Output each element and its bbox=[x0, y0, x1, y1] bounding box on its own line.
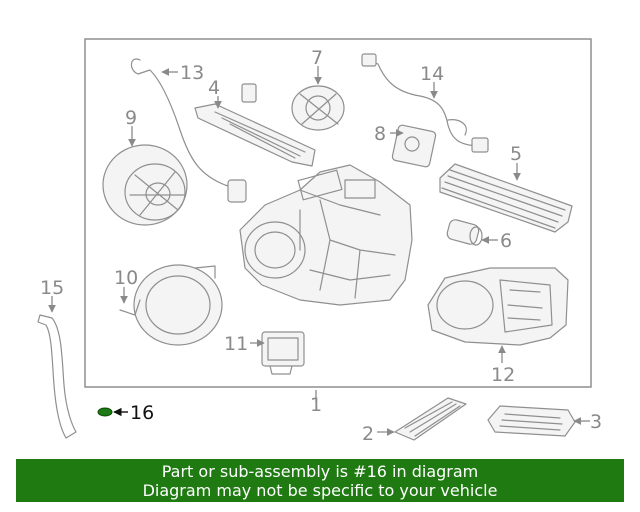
callout-3: 3 bbox=[590, 411, 602, 433]
part-12-lower-case[interactable] bbox=[427, 267, 569, 346]
part-9-blower-motor[interactable] bbox=[102, 144, 188, 226]
callout-1: 1 bbox=[310, 394, 322, 416]
part-7-actuator[interactable] bbox=[291, 85, 345, 131]
part-16-grommet[interactable] bbox=[97, 407, 113, 417]
callout-12: 12 bbox=[491, 364, 515, 386]
part-10-blower-housing[interactable] bbox=[119, 264, 223, 346]
assembly-frame bbox=[84, 38, 592, 388]
callout-13: 13 bbox=[180, 62, 204, 84]
part-5-evaporator-core[interactable] bbox=[439, 163, 573, 233]
part-11-control-module[interactable] bbox=[261, 331, 305, 375]
callout-8: 8 bbox=[374, 123, 386, 145]
part-8-actuator-motor[interactable] bbox=[391, 124, 437, 168]
part-6-valve[interactable] bbox=[446, 218, 483, 246]
callout-11: 11 bbox=[224, 333, 248, 355]
info-banner: Part or sub-assembly is #16 in diagram D… bbox=[16, 459, 624, 502]
part-13-sensor-wire[interactable] bbox=[130, 58, 247, 203]
parts-diagram: 13 4 7 14 8 5 9 bbox=[37, 38, 602, 445]
part-1-hvac-case[interactable] bbox=[239, 164, 413, 306]
part-2-filter-panel[interactable] bbox=[394, 397, 467, 441]
banner-line-2: Diagram may not be specific to your vehi… bbox=[142, 481, 498, 500]
part-15-drain-hose[interactable] bbox=[37, 314, 77, 439]
callout-14: 14 bbox=[420, 63, 444, 85]
callout-6: 6 bbox=[500, 230, 512, 252]
banner-line-1: Part or sub-assembly is #16 in diagram bbox=[161, 462, 479, 481]
callout-10: 10 bbox=[114, 267, 138, 289]
callout-2: 2 bbox=[362, 423, 374, 445]
callout-16: 16 bbox=[130, 402, 154, 424]
callout-9: 9 bbox=[125, 107, 137, 129]
callout-7: 7 bbox=[311, 47, 323, 69]
callout-4: 4 bbox=[208, 77, 220, 99]
callout-15: 15 bbox=[40, 277, 64, 299]
part-4-filter-door[interactable] bbox=[194, 83, 316, 167]
part-14-wire-harness[interactable] bbox=[361, 53, 489, 153]
part-3-duct-grille[interactable] bbox=[487, 405, 576, 437]
callout-5: 5 bbox=[510, 143, 522, 165]
